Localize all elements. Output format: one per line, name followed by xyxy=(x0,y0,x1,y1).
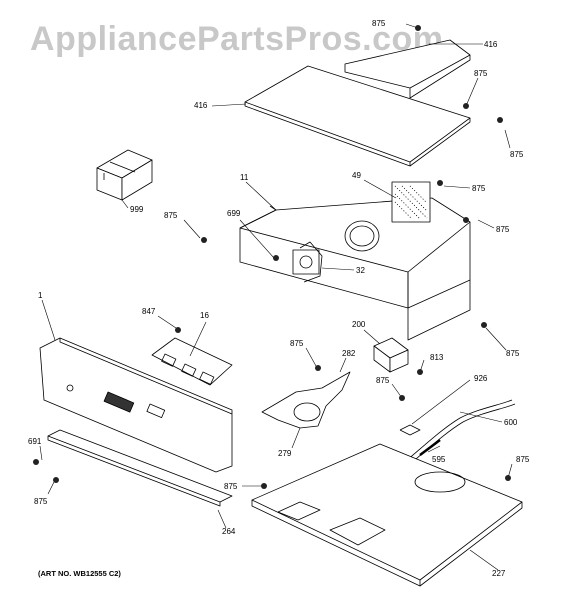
fan-motor xyxy=(292,241,323,283)
label-813: 813 xyxy=(430,353,444,362)
label-200: 200 xyxy=(352,320,366,329)
power-cable xyxy=(394,399,516,475)
label-875: 875 xyxy=(474,69,488,78)
label-875: 875 xyxy=(510,150,524,159)
label-282: 282 xyxy=(342,349,356,358)
bottom-panel xyxy=(251,443,523,587)
label-875: 875 xyxy=(472,184,486,193)
callout-labels: 875 416 875 416 875 999 11 49 875 875 69… xyxy=(28,19,530,578)
label-279: 279 xyxy=(278,449,292,458)
label-875: 875 xyxy=(372,19,386,28)
carton-box xyxy=(96,149,153,201)
control-board xyxy=(151,337,233,386)
label-49: 49 xyxy=(352,171,361,180)
bottom-trim xyxy=(47,429,233,507)
label-875: 875 xyxy=(164,211,178,220)
label-595: 595 xyxy=(432,455,446,464)
relay-module xyxy=(373,337,409,373)
label-847: 847 xyxy=(142,307,156,316)
label-416: 416 xyxy=(194,101,208,110)
label-875: 875 xyxy=(290,339,304,348)
label-16: 16 xyxy=(200,311,209,320)
label-875: 875 xyxy=(376,376,390,385)
label-999: 999 xyxy=(130,205,144,214)
label-875: 875 xyxy=(496,225,510,234)
main-housing xyxy=(239,181,471,341)
watermark-text: AppliancePartsPros.com xyxy=(30,20,443,58)
label-227: 227 xyxy=(492,569,506,578)
air-duct xyxy=(261,371,351,429)
label-875: 875 xyxy=(34,497,48,506)
label-1: 1 xyxy=(38,291,43,300)
screw-markers xyxy=(33,25,511,489)
wire-bracket xyxy=(399,424,421,436)
label-416: 416 xyxy=(484,40,498,49)
label-699: 699 xyxy=(227,209,241,218)
control-panel xyxy=(39,337,233,473)
label-691: 691 xyxy=(28,437,42,446)
art-number: (ART NO. WB12555 C2) xyxy=(38,569,121,578)
label-926: 926 xyxy=(474,374,488,383)
label-875: 875 xyxy=(224,482,238,491)
label-600: 600 xyxy=(504,418,518,427)
label-875: 875 xyxy=(516,455,530,464)
label-875: 875 xyxy=(506,349,520,358)
label-11: 11 xyxy=(240,173,249,182)
label-264: 264 xyxy=(222,527,236,536)
label-32: 32 xyxy=(356,266,365,275)
leader-lines xyxy=(39,23,513,571)
